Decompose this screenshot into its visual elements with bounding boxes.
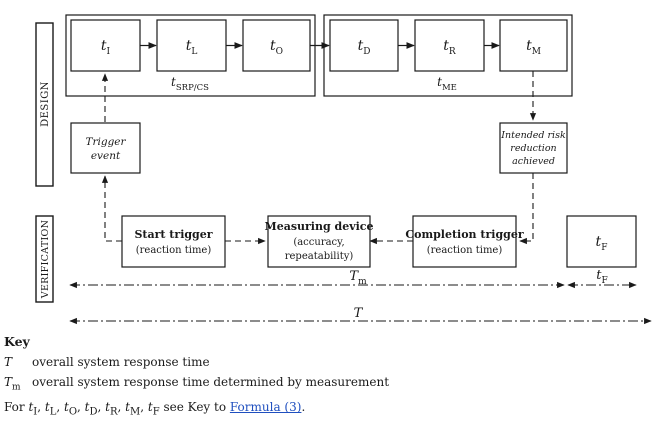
svg-text:event: event bbox=[91, 150, 121, 162]
tm-label: t bbox=[526, 38, 532, 54]
td-label: t bbox=[358, 38, 364, 54]
svg-text:tR: tR bbox=[443, 38, 456, 57]
measuring-device-box: Measuring device (accuracy, repeatabilit… bbox=[265, 215, 374, 268]
design-box-ti: tI bbox=[70, 19, 141, 72]
design-box-tr: tR bbox=[414, 19, 485, 72]
svg-text:(accuracy,: (accuracy, bbox=[293, 237, 344, 248]
group-label-me: tME bbox=[437, 75, 457, 93]
svg-text:achieved: achieved bbox=[512, 156, 555, 167]
key-symbol-T: T bbox=[4, 355, 13, 369]
design-box-tm: tM bbox=[499, 19, 568, 72]
design-phase-label: DESIGN bbox=[40, 81, 51, 127]
dashed-arrow-start-trigger-to-trigger-event bbox=[101, 175, 122, 242]
intended-risk-reduction-box: Intended risk reduction achieved bbox=[499, 122, 568, 174]
verification-phase-label: VERIFICATION bbox=[40, 220, 51, 299]
svg-text:Start trigger: Start trigger bbox=[134, 228, 212, 241]
svg-text:(reaction time): (reaction time) bbox=[136, 245, 212, 256]
tr-label: t bbox=[443, 38, 449, 54]
me-group-frame bbox=[323, 14, 573, 97]
svg-text:reduction: reduction bbox=[510, 143, 556, 154]
tf-box: tF bbox=[566, 215, 637, 268]
design-phase-frame bbox=[35, 22, 54, 187]
completion-trigger-box: Completion trigger (reaction time) bbox=[405, 215, 524, 268]
svg-text:tL: tL bbox=[186, 38, 198, 57]
key-text-Tm: overall system response time determined … bbox=[32, 375, 390, 389]
svg-text:Measuring device: Measuring device bbox=[265, 220, 374, 233]
total-dimension-label: T bbox=[354, 306, 364, 321]
dashed-arrow-risk-to-completion-trigger bbox=[519, 173, 534, 245]
svg-text:repeatability): repeatability) bbox=[285, 251, 354, 262]
key-symbol-Tm: Tm bbox=[4, 375, 21, 393]
key-title: Key bbox=[4, 334, 30, 349]
svg-text:Intended risk: Intended risk bbox=[500, 130, 566, 141]
srp-cs-group-frame bbox=[65, 14, 316, 97]
verification-phase-frame bbox=[35, 215, 54, 303]
design-box-td: tD bbox=[329, 19, 399, 72]
svg-text:tD: tD bbox=[358, 38, 371, 57]
key-text-T: overall system response time bbox=[32, 355, 210, 369]
formula-link[interactable]: Formula (3) bbox=[229, 400, 302, 415]
response-time-diagram: DESIGN VERIFICATION tI tL tO tD tR tM tS… bbox=[35, 14, 652, 325]
svg-text:tM: tM bbox=[526, 38, 541, 57]
ti-label: t bbox=[101, 38, 107, 54]
svg-text:Trigger: Trigger bbox=[85, 136, 126, 148]
svg-text:(reaction time): (reaction time) bbox=[427, 245, 503, 256]
trigger-event-box: Trigger event bbox=[70, 122, 141, 174]
key-item-Tm: Tm overall system response time determine… bbox=[4, 372, 654, 397]
to-label: t bbox=[270, 38, 276, 54]
tl-label: t bbox=[186, 38, 192, 54]
group-label-srp-cs: tSRP/CS bbox=[171, 75, 209, 93]
svg-text:Completion trigger: Completion trigger bbox=[405, 228, 523, 241]
svg-text:tF: tF bbox=[596, 234, 608, 253]
start-trigger-box: Start trigger (reaction time) bbox=[121, 215, 226, 268]
svg-text:tO: tO bbox=[270, 38, 283, 57]
tm-dimension-label: Tm bbox=[349, 269, 367, 287]
tf-dimension-label: tF bbox=[596, 268, 607, 286]
design-box-to: tO bbox=[242, 19, 311, 72]
design-box-tl: tL bbox=[156, 19, 227, 72]
key-footnote: For tI, tL, tO, tD, tR, tM, tF see Key t… bbox=[4, 400, 306, 418]
svg-text:tI: tI bbox=[101, 38, 111, 57]
